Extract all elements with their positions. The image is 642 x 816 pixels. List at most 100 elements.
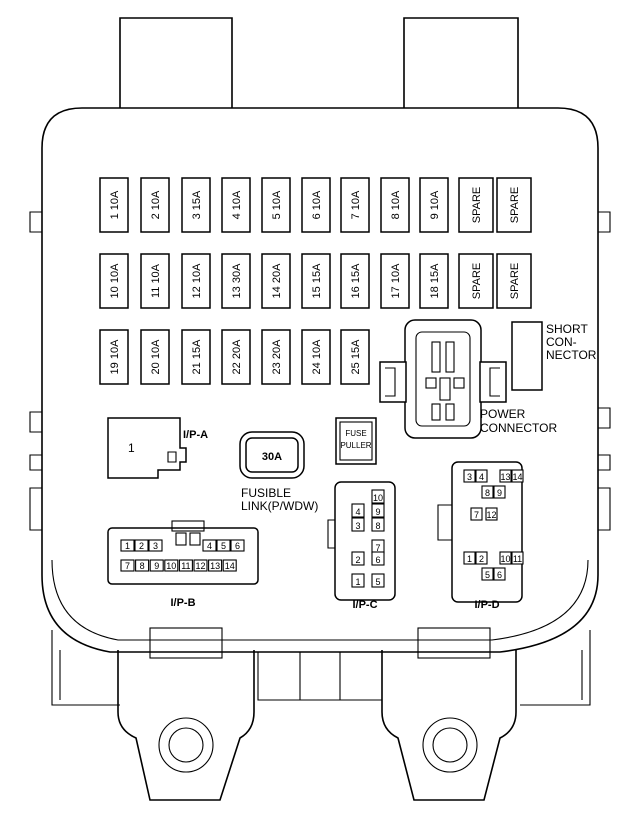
connector-pin: 2: [351, 551, 365, 566]
fuse-slot: 23 20A: [261, 329, 291, 385]
pin-number: 5: [375, 577, 380, 587]
connector-pin: 8: [371, 517, 385, 532]
pin-number: 3: [153, 541, 158, 551]
fuse-label: 22 20A: [231, 339, 243, 375]
fuse-slot: 24 10A: [301, 329, 331, 385]
pin-number: 4: [355, 507, 360, 517]
fuse-label: 2 10A: [150, 190, 162, 219]
fuse-label: SPARE: [509, 263, 521, 299]
fuse-slot: 6 10A: [301, 177, 331, 233]
pin-number: 10: [500, 554, 510, 564]
fuse-label: 17 10A: [390, 263, 402, 299]
lower-mounting-legs: [51, 627, 591, 801]
connector-pin: 2: [475, 551, 488, 565]
fuse-label: 8 10A: [390, 190, 402, 219]
connector-pin: 14: [511, 469, 524, 483]
fuse-label: 19 10A: [109, 339, 121, 375]
connector-pin: 14: [222, 559, 237, 572]
connector-pin: 4: [351, 503, 365, 518]
short-connector-label-2: CON-: [546, 335, 577, 349]
fuse-slot: SPARE: [458, 177, 494, 233]
connector-ip-a: 1 I/P-A: [107, 417, 208, 479]
fuse-label: 11 10A: [150, 263, 162, 298]
fuse-label: 14 20A: [271, 263, 283, 299]
fuse-label: 20 10A: [150, 339, 162, 375]
connector-pin: 1: [463, 551, 476, 565]
fuse-label: 25 15A: [350, 339, 362, 375]
connector-pin: 4: [202, 539, 217, 552]
fuse-label: SPARE: [509, 187, 521, 223]
pin-number: 8: [485, 488, 490, 498]
fuse-label: 10 10A: [109, 263, 121, 299]
fuse-label: SPARE: [471, 263, 483, 299]
pin-number: 6: [375, 555, 380, 565]
fuse-slot: 4 10A: [221, 177, 251, 233]
connector-pin: 3: [463, 469, 476, 483]
pin-number: 2: [139, 541, 144, 551]
pin-number: 7: [474, 510, 479, 520]
fuse-label: 3 15A: [191, 190, 203, 219]
fuse-slot: 5 10A: [261, 177, 291, 233]
fuse-slot: 25 15A: [340, 329, 370, 385]
connector-pin: 3: [148, 539, 163, 552]
pin-number: 4: [479, 472, 484, 482]
pin-number: 14: [225, 561, 235, 571]
connector-pin: 1: [351, 573, 365, 588]
pin-number: 8: [140, 561, 145, 571]
pin-number: 1: [355, 577, 360, 587]
connector-pin: 4: [475, 469, 488, 483]
fuse-slot: 7 10A: [340, 177, 370, 233]
connector-pin: 2: [134, 539, 149, 552]
fuse-label: 7 10A: [350, 190, 362, 219]
fuse-label: 9 10A: [429, 190, 441, 219]
fuse-label: 12 10A: [191, 263, 203, 299]
power-connector: POWER CONNECTOR: [379, 319, 557, 439]
connector-pin: 10: [371, 489, 385, 504]
fuse-label: 6 10A: [311, 190, 323, 219]
fuse-box-housing: [29, 107, 611, 653]
fusible-link-caption-2: LINK(P/WDW): [241, 499, 318, 513]
connector-pin: 13: [499, 469, 512, 483]
ip-b-label: I/P-B: [170, 597, 195, 609]
pin-number: 11: [181, 561, 190, 571]
fuse-puller-label-2: PULLER: [340, 441, 371, 450]
connector-pin: 1: [120, 539, 135, 552]
ip-a-label: I/P-A: [183, 429, 208, 441]
connector-pin: 12: [193, 559, 208, 572]
fuse-label: 5 10A: [271, 190, 283, 219]
fuse-slot: 16 15A: [340, 253, 370, 309]
pin-number: 7: [375, 543, 380, 553]
ip-a-pin-1: 1: [128, 441, 135, 455]
pin-number: 1: [125, 541, 130, 551]
fuse-slot: 8 10A: [380, 177, 410, 233]
fuse-slot: 15 15A: [301, 253, 331, 309]
pin-number: 14: [512, 472, 522, 482]
pin-number: 13: [210, 561, 220, 571]
pin-number: 1: [467, 554, 472, 564]
pin-number: 8: [375, 521, 380, 531]
power-connector-label-1: POWER: [480, 407, 526, 421]
connector-pin: 7: [470, 507, 483, 521]
pin-number: 10: [373, 493, 383, 503]
connector-pin: 9: [371, 503, 385, 518]
ip-c-label: I/P-C: [352, 599, 377, 611]
fusible-link-caption-1: FUSIBLE: [241, 486, 291, 500]
pin-number: 3: [355, 521, 360, 531]
fuse-slot: SPARE: [496, 177, 532, 233]
pin-number: 6: [497, 570, 502, 580]
fuse-label: 16 15A: [350, 263, 362, 299]
fuse-slot: 22 20A: [221, 329, 251, 385]
pin-number: 13: [500, 472, 510, 482]
connector-pin: 7: [120, 559, 135, 572]
fuse-slot: 1 10A: [99, 177, 129, 233]
fuse-slot: 20 10A: [140, 329, 170, 385]
connector-pin: 3: [351, 517, 365, 532]
connector-pin: 9: [149, 559, 164, 572]
fuse-slot: 21 15A: [181, 329, 211, 385]
fuse-slot: 12 10A: [181, 253, 211, 309]
connector-pin: 10: [499, 551, 512, 565]
power-connector-label-2: CONNECTOR: [480, 421, 557, 435]
